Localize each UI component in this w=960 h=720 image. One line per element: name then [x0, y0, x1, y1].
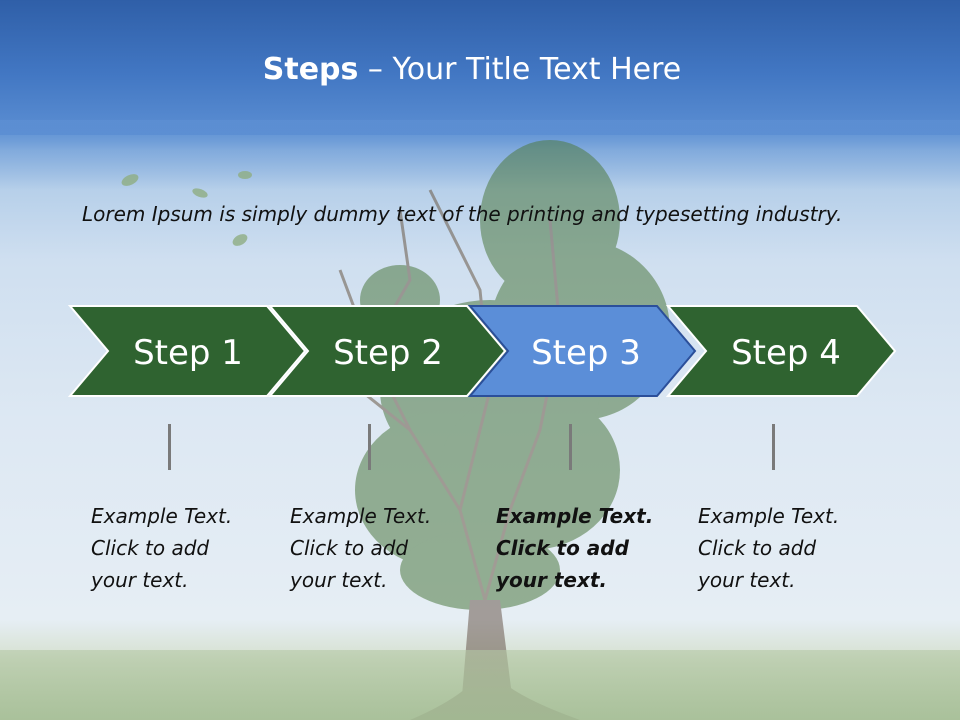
- leaves-image: [121, 171, 252, 246]
- title-rest-part: – Your Title Text Here: [358, 52, 682, 87]
- title-bold-part: Steps: [262, 52, 359, 87]
- step-1-chevron[interactable]: Step 1: [67, 305, 307, 397]
- step-3-chevron[interactable]: Step 3: [467, 305, 697, 397]
- caption-line: your text.: [290, 568, 388, 592]
- step-2-connector: [368, 424, 371, 470]
- step-1-label: Step 1: [133, 333, 243, 373]
- step-chevrons: Step 1 Step 2 Step 3 Step 4: [67, 305, 897, 397]
- step-1-caption[interactable]: Example Text. Click to add your text.: [91, 500, 261, 596]
- caption-line: your text.: [496, 568, 608, 592]
- caption-line: Example Text.: [290, 504, 432, 528]
- caption-line: Example Text.: [698, 504, 840, 528]
- step-3-caption[interactable]: Example Text. Click to add your text.: [496, 500, 666, 596]
- caption-line: your text.: [91, 568, 189, 592]
- sky-haze: [0, 120, 960, 190]
- caption-line: Click to add: [290, 536, 409, 560]
- caption-line: Click to add: [91, 536, 210, 560]
- intro-text[interactable]: Lorem Ipsum is simply dummy text of the …: [82, 202, 843, 226]
- step-2-chevron[interactable]: Step 2: [267, 305, 507, 397]
- step-4-label: Step 4: [731, 333, 841, 373]
- caption-line: your text.: [698, 568, 796, 592]
- step-3-label: Step 3: [531, 333, 641, 373]
- slide-title[interactable]: Steps – Your Title Text Here: [0, 52, 944, 87]
- step-3-connector: [569, 424, 572, 470]
- caption-line: Click to add: [698, 536, 817, 560]
- step-2-caption[interactable]: Example Text. Click to add your text.: [290, 500, 460, 596]
- caption-line: Click to add: [496, 536, 629, 560]
- step-4-caption[interactable]: Example Text. Click to add your text.: [698, 500, 868, 596]
- sky-background: [0, 0, 960, 135]
- grass-background: [0, 650, 960, 720]
- step-4-chevron[interactable]: Step 4: [665, 305, 897, 397]
- step-1-connector: [168, 424, 171, 470]
- caption-line: Example Text.: [496, 504, 654, 528]
- caption-line: Example Text.: [91, 504, 233, 528]
- step-4-connector: [772, 424, 775, 470]
- step-2-label: Step 2: [333, 333, 443, 373]
